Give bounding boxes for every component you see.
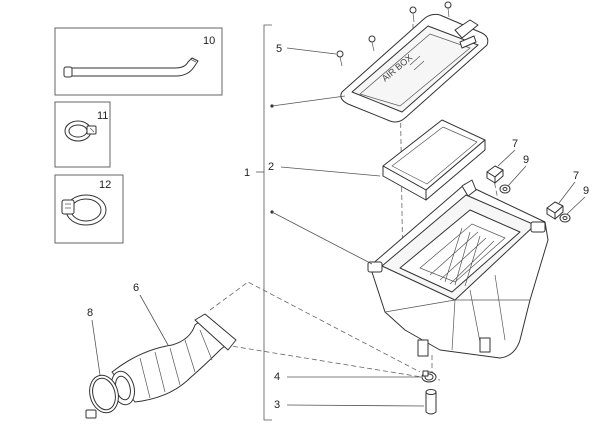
leader-9b: [566, 196, 586, 215]
nut-7-a: [486, 165, 504, 184]
part-box-hose: 10: [54, 27, 223, 96]
callout-2: 2: [268, 161, 274, 173]
leader-3: [286, 404, 425, 407]
cover-screws: [336, 1, 452, 67]
breather-hose: [63, 57, 199, 78]
leader-2: [280, 166, 381, 177]
leader-6: [139, 294, 169, 346]
callout-9b: 9: [583, 185, 589, 197]
part-box-clamp-large: 12: [54, 174, 124, 244]
screw-5-a: [336, 50, 344, 67]
screw-5-b: [368, 35, 376, 52]
callout-3: 3: [274, 399, 280, 411]
small-hose-clamp: [64, 120, 97, 142]
assembly-bracket: 1: [244, 24, 272, 421]
leader-8: [91, 319, 101, 376]
drain-plug: [425, 389, 437, 415]
callout-4: 4: [274, 371, 280, 383]
callout-11: 11: [97, 110, 108, 122]
callout-7b: 7: [573, 170, 579, 182]
callout-9a: 9: [523, 154, 529, 166]
callout-6: 6: [133, 282, 139, 294]
intake-duct: [110, 313, 237, 406]
screw-5-d: [444, 1, 452, 18]
leader-7b: [558, 181, 576, 204]
leader-cover: [271, 95, 346, 107]
airbox-cover: AIR BOX: [340, 13, 489, 123]
callout-1: 1: [244, 167, 250, 179]
leader-7a: [497, 149, 516, 167]
large-hose-clamp: [61, 194, 107, 226]
screw-5-c: [409, 6, 417, 23]
callout-10: 10: [203, 35, 215, 47]
washer-9-b: [559, 213, 571, 223]
drain-clamp: [421, 370, 437, 383]
callout-7a: 7: [512, 138, 518, 150]
washer-9-a: [499, 184, 511, 194]
callout-5: 5: [276, 43, 282, 55]
airbox-body: [367, 179, 549, 359]
callout-8: 8: [87, 307, 93, 319]
leader-5: [286, 47, 337, 55]
duct-clamp: [85, 374, 119, 419]
leader-body: [271, 211, 373, 265]
air-filter-element: [382, 119, 486, 201]
nut-7-b: [546, 201, 564, 220]
leader-9a: [507, 165, 527, 187]
part-box-clamp-small: 11: [54, 101, 111, 168]
callout-12: 12: [99, 179, 111, 191]
